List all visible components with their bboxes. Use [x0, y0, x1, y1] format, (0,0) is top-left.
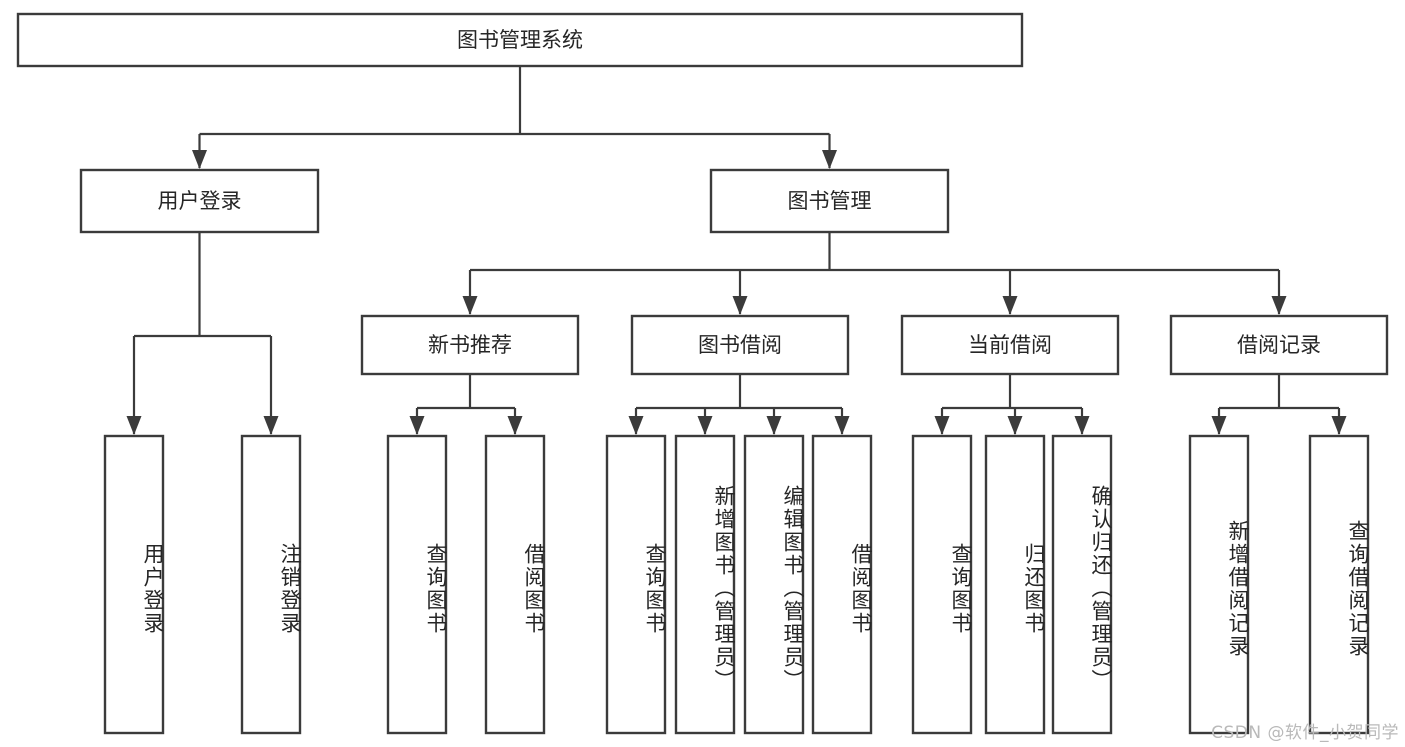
- arrow-to-leaf-add-book: [697, 416, 713, 435]
- leaf-box-leaf-query-book-1[interactable]: [386, 434, 448, 735]
- arrow-to-current-borrow: [1002, 296, 1018, 315]
- node-new-book-rec-label: 新书推荐: [428, 333, 512, 357]
- arrow-to-leaf-add-record: [1211, 416, 1227, 435]
- node-user-login-box[interactable]: [79, 168, 320, 234]
- node-current-borrow-box[interactable]: [900, 314, 1120, 376]
- node-book-manage-box[interactable]: [709, 168, 950, 234]
- arrow-to-leaf-query-book-3: [934, 416, 950, 435]
- leaf-box-leaf-query-record[interactable]: [1308, 434, 1370, 735]
- arrow-to-leaf-return-book: [1007, 416, 1023, 435]
- leaf-box-leaf-confirm-return[interactable]: [1051, 434, 1113, 735]
- arrow-to-leaf-user-login: [126, 416, 142, 435]
- arrow-to-leaf-confirm-return: [1074, 416, 1090, 435]
- leaf-box-leaf-add-book[interactable]: [674, 434, 736, 735]
- arrow-to-leaf-edit-book: [766, 416, 782, 435]
- node-user-login-label: 用户登录: [158, 189, 242, 213]
- root-node-box[interactable]: [16, 12, 1024, 68]
- arrow-to-leaf-logout: [263, 416, 279, 435]
- boxes-layer: [16, 12, 1389, 735]
- csdn-watermark: CSDN @软件_小贺同学: [1211, 723, 1399, 743]
- node-current-borrow-label: 当前借阅: [968, 333, 1052, 357]
- arrow-to-user-login: [192, 150, 207, 169]
- leaf-box-leaf-user-login[interactable]: [103, 434, 165, 735]
- leaf-box-leaf-add-record[interactable]: [1188, 434, 1250, 735]
- arrow-to-leaf-borrow-book-1: [507, 416, 523, 435]
- arrow-to-leaf-query-book-2: [628, 416, 644, 435]
- node-new-book-rec-box[interactable]: [360, 314, 580, 376]
- node-book-borrow-label: 图书借阅: [698, 333, 782, 357]
- leaf-box-leaf-return-book[interactable]: [984, 434, 1046, 735]
- arrow-to-new-book-rec: [462, 296, 478, 315]
- leaf-box-leaf-query-book-2[interactable]: [605, 434, 667, 735]
- arrow-to-leaf-query-book-1: [409, 416, 425, 435]
- node-borrow-record-label: 借阅记录: [1237, 333, 1321, 357]
- node-borrow-record-box[interactable]: [1169, 314, 1389, 376]
- leaf-box-leaf-borrow-book-2[interactable]: [811, 434, 873, 735]
- arrow-to-borrow-record: [1271, 296, 1287, 315]
- arrow-to-leaf-query-record: [1331, 416, 1347, 435]
- arrow-to-leaf-borrow-book-2: [834, 416, 850, 435]
- leaf-box-leaf-query-book-3[interactable]: [911, 434, 973, 735]
- leaf-box-leaf-logout[interactable]: [240, 434, 302, 735]
- root-node-label: 图书管理系统: [457, 28, 583, 52]
- leaf-box-leaf-edit-book[interactable]: [743, 434, 805, 735]
- node-book-manage-label: 图书管理: [788, 189, 872, 213]
- arrow-to-book-manage: [822, 150, 837, 169]
- leaf-box-leaf-borrow-book-1[interactable]: [484, 434, 546, 735]
- node-book-borrow-box[interactable]: [630, 314, 850, 376]
- arrow-to-book-borrow: [732, 296, 748, 315]
- connectors-layer: [126, 66, 1347, 435]
